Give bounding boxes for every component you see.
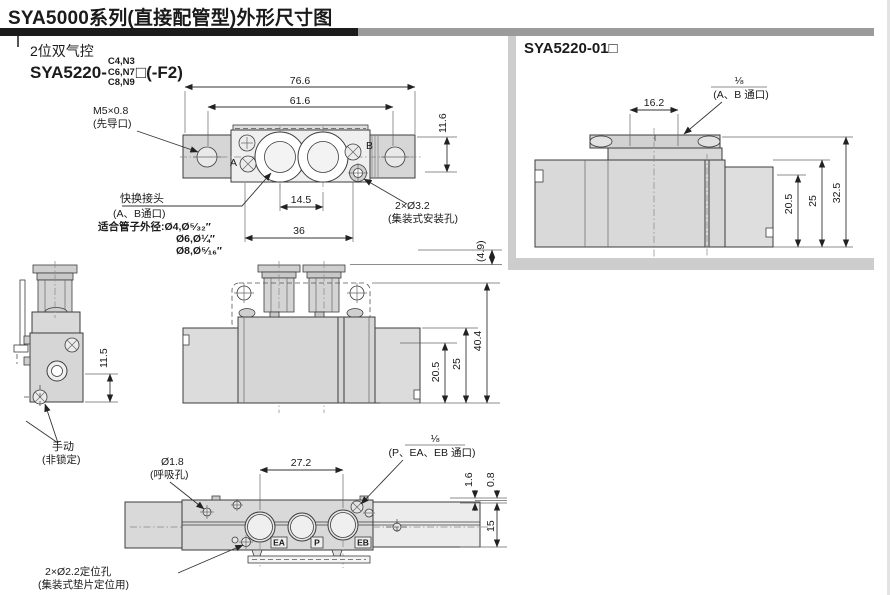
model-number: SYA5220- C4,N3 C6,N7 C8,N9 □(-F2) — [30, 56, 183, 89]
dim-text: 61.6 — [290, 95, 311, 107]
dim-text: 32.5 — [831, 183, 843, 204]
dim-40-4: 40.4 — [372, 282, 500, 404]
port-ea-label: EA — [273, 538, 285, 548]
right-dims: 0.8 1.6 15 — [450, 472, 507, 548]
tube-size-1: 适合管子外径:Ø4,Ø⁵⁄₃₂″ — [98, 220, 211, 233]
bottom-ports — [244, 509, 359, 568]
pilot-port-holes — [193, 146, 409, 168]
dim-text: 20.5 — [430, 362, 442, 383]
dim-61-6: 61.6 — [207, 95, 394, 146]
valve-body-panel-view — [534, 128, 774, 258]
dim-11-6: 11.6 — [417, 113, 457, 173]
bottom-view-drawing: EA P EB — [38, 433, 507, 591]
port-fraction: ⅛ — [431, 433, 440, 445]
dim-36: 36 — [244, 182, 354, 242]
margin-tick — [17, 36, 19, 47]
port-a-label: A — [230, 157, 237, 169]
dim-text: (4.9) — [475, 240, 487, 262]
dim-text: 0.8 — [485, 472, 497, 487]
fitting-label: 快换接头 — [120, 191, 164, 205]
dim-text: 40.4 — [472, 331, 484, 352]
label-breathing-hole: Ø1.8 (呼吸孔) — [150, 456, 205, 510]
dim-25: 25 — [422, 327, 478, 404]
quick-fitting-circles — [254, 131, 349, 183]
small-hole-marks — [200, 499, 408, 549]
tube-size-3: Ø8,Ø⁵⁄₁₆″ — [176, 245, 222, 257]
page-title: SYA5000系列(直接配管型)外形尺寸图 — [8, 8, 333, 29]
model-option-1: C4,N3 — [107, 56, 135, 67]
section-subtitle: 2位双气控 — [30, 43, 94, 59]
label-ab-ports: ⅛ (A、B 通口) — [683, 75, 769, 135]
dim-text: 36 — [293, 225, 305, 237]
panel-title: SYA5220-01□ — [524, 40, 618, 57]
dim-76-6: 76.6 — [184, 75, 416, 134]
dim-16-2: 16.2 — [629, 97, 679, 146]
port-b-label: B — [366, 140, 373, 152]
model-option-3: C8,N9 — [107, 77, 135, 88]
valve-body-front-view — [182, 308, 421, 404]
breath-note: (呼吸孔) — [150, 468, 189, 481]
pin-note: (集装式垫片定位用) — [38, 578, 129, 591]
model-option-2: C6,N7 — [107, 66, 135, 78]
panel-frame-left — [508, 36, 516, 270]
title-underline-gray — [358, 28, 874, 36]
bracket — [13, 279, 29, 364]
m5-label: M5×0.8 — [93, 105, 128, 117]
manual-note: (非锁定) — [42, 453, 81, 466]
port-note: (A、B 通口) — [713, 89, 768, 101]
label-p-ea-eb-ports: ⅛ (P、EA、EB 通口) — [360, 433, 476, 505]
tube-size-2: Ø6,Ø¼″ — [176, 233, 215, 245]
screw-marks — [238, 134, 368, 183]
dim-text: 20.5 — [783, 194, 795, 215]
m5-note: (先导口) — [93, 118, 132, 130]
mount-label: 2×Ø3.2 — [395, 200, 430, 212]
dim-14-5: 14.5 — [279, 184, 324, 211]
mount-note: (集装式安装孔) — [388, 212, 458, 225]
port-p-label: P — [314, 538, 320, 548]
dim-text: 25 — [451, 358, 463, 370]
panel-view-drawing: 16.2 ⅛ (A、B 通口) 20.5 25 32.5 — [534, 75, 853, 258]
label-manual-override: 手动 (非锁定) — [25, 403, 81, 466]
side-view-drawing: 11.5 手动 (非锁定) — [13, 261, 118, 466]
label-mounting-hole: 2×Ø3.2 (集装式安装孔) — [363, 178, 458, 225]
fitting-note: (A、B通口) — [113, 208, 166, 220]
front-view-drawing: (4.9) 40.4 25 20.5 — [182, 240, 502, 413]
pin-label: 2×Ø2.2定位孔 — [45, 565, 112, 578]
label-quick-fitting: 快换接头 (A、B通口) 适合管子外径:Ø4,Ø⁵⁄₃₂″ Ø6,Ø¼″ Ø8,… — [98, 172, 272, 257]
dim-11-5: 11.5 — [85, 348, 118, 403]
dim-text: 11.5 — [98, 348, 110, 368]
dim-text: 27.2 — [291, 457, 312, 469]
label-locating-pin: 2×Ø2.2定位孔 (集装式垫片定位用) — [38, 544, 244, 591]
dim-text: 11.6 — [437, 113, 449, 133]
dim-text: 14.5 — [291, 194, 312, 206]
port-fraction: ⅛ — [735, 75, 744, 87]
model-options: C4,N3 C6,N7 C8,N9 — [107, 56, 135, 89]
port-letter-labels: EA P EB — [270, 536, 372, 549]
dim-20-5: 20.5 — [400, 342, 457, 404]
valve-body-bottom-view — [124, 495, 490, 551]
panel-frame-bottom — [508, 258, 874, 270]
port-note: (P、EA、EB 通口) — [389, 447, 476, 459]
dim-text: 16.2 — [644, 97, 665, 109]
dim-text: 25 — [807, 195, 819, 207]
dim-27-2: 27.2 — [259, 457, 344, 510]
port-eb-label: EB — [357, 538, 369, 548]
model-prefix: SYA5220- — [30, 62, 107, 82]
side-view-marks — [24, 337, 80, 409]
manual-label: 手动 — [52, 439, 74, 453]
dim-text: 15 — [485, 520, 497, 532]
breath-label: Ø1.8 — [161, 456, 184, 468]
title-underline-black — [0, 28, 358, 36]
page-edge — [887, 0, 890, 595]
top-view-drawing: 76.6 61.6 11.6 14.5 36 M5×0.8 — [93, 75, 458, 257]
dim-4-9: (4.9) — [350, 240, 502, 265]
gasket-plate — [247, 549, 371, 564]
label-pilot-port: M5×0.8 (先导口) — [93, 105, 199, 153]
dim-text: 76.6 — [290, 75, 311, 87]
model-suffix: □(-F2) — [135, 62, 183, 82]
right-dims: 20.5 25 32.5 — [722, 136, 853, 248]
dim-text: 1.6 — [463, 472, 475, 487]
